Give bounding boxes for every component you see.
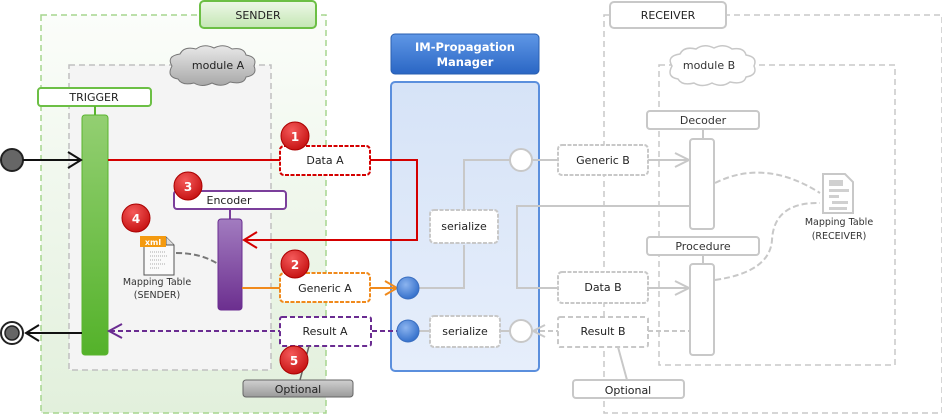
message-result-b[interactable]: Result B (557, 316, 649, 348)
mapping-table-receiver-label: Mapping Table (805, 217, 874, 228)
svg-text:xml: xml (145, 238, 161, 247)
optional-tag-receiver: Optional (572, 379, 685, 399)
optional-tag-receiver-label: Optional (605, 384, 652, 397)
start-node[interactable] (0, 148, 24, 172)
mapping-table-sender-sub: (SENDER) (134, 290, 180, 301)
module-b-cloud: module B (669, 45, 756, 87)
mapping-table-receiver[interactable]: Mapping Table (RECEIVER) (805, 173, 874, 242)
receive-port-bottom[interactable] (509, 319, 533, 343)
sender-group: SENDER module A TRIGGER Encoder xml M (37, 0, 327, 414)
message-generic-a-label: Generic A (298, 282, 352, 295)
start-arrow-head (67, 151, 83, 169)
step-badge-1: 1 (280, 121, 310, 151)
sender-title: SENDER (235, 9, 281, 22)
receiver-group: RECEIVER module B Decoder Procedure Mapp… (603, 1, 942, 414)
encoder-lifeline[interactable] (217, 218, 243, 311)
procedure-title: Procedure (675, 240, 731, 253)
decoder-mapping-link (714, 171, 821, 194)
mapping-table-receiver-sub: (RECEIVER) (812, 231, 867, 242)
serialize-top-label: serialize (441, 220, 487, 233)
svg-text:3: 3 (184, 180, 192, 194)
manager-title-box (390, 33, 540, 75)
serialize-top[interactable]: serialize (429, 209, 499, 244)
svg-text:4: 4 (132, 212, 140, 226)
message-data-b[interactable]: Data B (557, 271, 649, 304)
decoder-title: Decoder (680, 114, 727, 127)
manager-port-result[interactable] (396, 319, 420, 343)
module-b-container (658, 64, 896, 366)
mapping-table-sender-label: Mapping Table (123, 277, 192, 288)
sender-mapping-link (175, 252, 219, 265)
result-a-arrow-head (106, 323, 123, 339)
module-a-cloud: module A (169, 45, 256, 86)
procedure-mapping-link (714, 201, 821, 281)
module-a-label: module A (192, 59, 245, 72)
message-result-a-label: Result A (302, 325, 347, 338)
procedure-lifeline[interactable] (689, 263, 715, 356)
optional-tag-sender-label: Optional (275, 383, 322, 396)
receiver-connectors (418, 152, 692, 338)
receiver-container (603, 14, 942, 414)
step-badge-3: 3 (173, 171, 203, 201)
data-a-flow (108, 159, 418, 241)
message-data-a-label: Data A (306, 154, 344, 167)
trigger-lifeline[interactable] (81, 114, 109, 356)
end-arrow-head (24, 324, 40, 342)
step-badge-5: 5 (279, 345, 309, 375)
message-result-b-label: Result B (580, 325, 625, 338)
step-badge-4: 4 (121, 203, 151, 233)
manager-port-generic[interactable] (396, 276, 420, 300)
manager-title-line2: Manager (437, 55, 494, 69)
trigger-title: TRIGGER (68, 91, 119, 104)
svg-text:5: 5 (290, 354, 298, 368)
message-result-a[interactable]: Result A (279, 316, 372, 347)
receiver-title: RECEIVER (641, 9, 696, 22)
message-data-b-label: Data B (584, 281, 621, 294)
optional-tag-sender: Optional (242, 379, 354, 398)
sender-title-box (199, 0, 317, 29)
serialize-bottom[interactable]: serialize (429, 315, 501, 348)
data-a-arrow-head (242, 231, 258, 249)
module-b-label: module B (683, 59, 735, 72)
step-badge-2: 2 (280, 249, 310, 279)
receive-port-top[interactable] (509, 148, 533, 172)
message-generic-b-label: Generic B (576, 154, 630, 167)
serialize-bottom-label: serialize (442, 325, 488, 338)
manager-title-line1: IM-Propagation (415, 40, 515, 54)
message-data-a[interactable]: Data A (279, 145, 371, 176)
message-generic-a[interactable]: Generic A (279, 272, 371, 303)
decoder-lifeline[interactable] (689, 138, 715, 230)
encoder-title: Encoder (207, 194, 252, 207)
mapping-table-sender[interactable]: xml Mapping Table (SENDER) (123, 236, 192, 301)
message-generic-b[interactable]: Generic B (557, 144, 649, 176)
receiver-title-box (609, 1, 727, 29)
svg-text:1: 1 (291, 130, 299, 144)
svg-text:2: 2 (291, 258, 299, 272)
